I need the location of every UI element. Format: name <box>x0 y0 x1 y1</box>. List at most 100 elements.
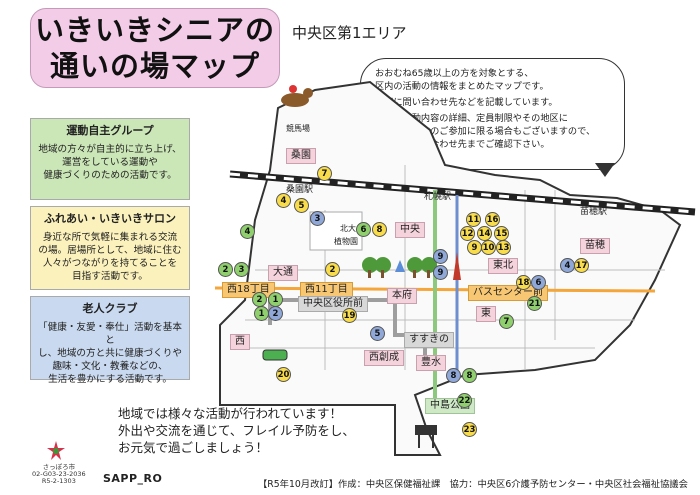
tv-tower-icon <box>453 252 461 280</box>
label-naebo: 苗穂 <box>580 238 610 254</box>
pin-yellow[interactable]: 13 <box>496 240 511 255</box>
horse-icon <box>281 85 313 107</box>
pin-yellow[interactable]: 15 <box>494 226 509 241</box>
logo-code: R5-2-1303 <box>41 477 76 485</box>
pin-yellow[interactable]: 23 <box>462 422 477 437</box>
category-senior-club: 老人クラブ 「健康・友愛・奉仕」活動を基本と し、地域の方と共に健康づくりや 趣… <box>30 296 190 385</box>
pin-yellow[interactable]: 14 <box>477 226 492 241</box>
ward-outline <box>219 80 682 456</box>
pin-blue[interactable]: 3 <box>310 211 325 226</box>
pin-green[interactable]: 2 <box>252 292 267 307</box>
pin-yellow[interactable]: 17 <box>574 258 589 273</box>
logo-text: さっぽろ市 02-G03-23-2036 R5-2-1303 <box>32 464 86 485</box>
pin-yellow[interactable]: 16 <box>485 212 500 227</box>
category-line: 「健康・友愛・奉仕」活動を基本と <box>38 322 182 346</box>
pin-yellow[interactable]: 4 <box>276 193 291 208</box>
label-susukino: すすきの <box>404 332 454 348</box>
bubble-text: お住まいの方のご参加に限る場合もございますので、 <box>375 126 596 137</box>
bubble-tail <box>595 163 615 177</box>
category-exercise-group: 運動自主グループ 地域の方々が自主的に立ち上げ、 運営をしている運動や 健康づく… <box>30 118 190 200</box>
label-naebo-station: 苗穂駅 <box>580 207 608 217</box>
pin-green[interactable]: 21 <box>527 296 542 311</box>
footer-credit: 【R5年10月改訂】作成：中央区保健福祉課 協力：中央区6介護予防センター・中央… <box>258 479 688 490</box>
area-label: 中央区第1エリア <box>292 24 407 42</box>
footer-line: 地域では様々な活動が行われています！ <box>118 406 343 421</box>
pin-yellow[interactable]: 9 <box>467 240 482 255</box>
bubble-text: 裏面に問い合わせ先などを記載しています。 <box>375 97 558 108</box>
pin-yellow[interactable]: 5 <box>294 198 309 213</box>
pin-yellow[interactable]: 11 <box>466 212 481 227</box>
title-box: いきいきシニアの 通いの場マップ <box>30 8 280 88</box>
bubble-text: 費用や活動内容の詳細、定員制限やその地区に <box>375 113 568 124</box>
footer-line: お元気で過ごしましょう！ <box>118 440 269 455</box>
label-nishi: 西 <box>230 334 250 350</box>
pin-green[interactable]: 2 <box>218 262 233 277</box>
pin-blue[interactable]: 9 <box>433 249 448 264</box>
category-line: し、地域の方と共に健康づくりや <box>38 348 182 359</box>
label-nishi18: 西18丁目 <box>222 282 275 298</box>
category-line: 生活を豊かにする活動です。 <box>48 374 172 385</box>
pin-blue[interactable]: 2 <box>268 306 283 321</box>
label-honfu: 本府 <box>387 288 417 304</box>
pin-yellow[interactable]: 19 <box>342 308 357 323</box>
bubble-text: おおむね65歳以上の方を対象とする、 <box>375 68 534 79</box>
piano-icon <box>415 425 437 448</box>
footer-line: 外出や交流を通じて、フレイル予防をし、 <box>118 423 355 438</box>
label-kuyakusho-mae: 中央区役所前 <box>298 296 368 312</box>
label-kuwazono: 桑園 <box>286 148 316 164</box>
pin-blue[interactable]: 4 <box>560 258 575 273</box>
label-tohoku: 東北 <box>488 258 518 274</box>
label-nishisosei: 西創成 <box>364 350 404 366</box>
pin-green[interactable]: 3 <box>234 262 249 277</box>
logo-name: さっぽろ市 <box>42 463 76 471</box>
pin-green[interactable]: 1 <box>268 292 283 307</box>
pin-blue[interactable]: 5 <box>370 326 385 341</box>
pin-yellow[interactable]: 10 <box>481 240 496 255</box>
area-map <box>214 80 696 456</box>
railway-line <box>229 170 696 216</box>
streetcar-icon <box>262 349 288 361</box>
category-line: 健康づくりのための活動です。 <box>43 170 177 181</box>
category-line: 運営をしている運動や <box>62 157 158 168</box>
pin-green[interactable]: 8 <box>462 368 477 383</box>
category-description: 地域の方々が自主的に立ち上げ、 運営をしている運動や 健康づくりのための活動です… <box>31 140 189 188</box>
pin-yellow[interactable]: 8 <box>372 222 387 237</box>
bubble-text: 区内の活動の情報をまとめたマップです。 <box>375 81 549 92</box>
pin-green[interactable]: 6 <box>356 222 371 237</box>
category-line: 地域の方々が自主的に立ち上げ、 <box>38 144 182 155</box>
footer-message: 地域では様々な活動が行われています！ 外出や交流を通じて、フレイル予防をし、 お… <box>118 405 355 456</box>
pin-green[interactable]: 4 <box>240 224 255 239</box>
label-chuo: 中央 <box>395 222 425 238</box>
label-sapporo-station: 札幌駅 <box>424 192 452 202</box>
logo-code: 02-G03-23-2036 <box>32 470 86 478</box>
pin-yellow[interactable]: 7 <box>317 166 332 181</box>
category-line: 目指す活動です。 <box>72 271 148 282</box>
pin-green[interactable]: 1 <box>254 306 269 321</box>
bubble-text: 事前に各問い合わせ先までご確認下さい。 <box>375 139 550 150</box>
label-hosui: 豊水 <box>416 355 446 371</box>
pin-yellow[interactable]: 20 <box>276 367 291 382</box>
label-keibajo: 競馬場 <box>286 124 310 133</box>
category-line: 身近な所で気軽に集まれる交流 <box>42 232 178 243</box>
title-line-1: いきいきシニアの <box>34 13 275 47</box>
pin-blue[interactable]: 6 <box>531 275 546 290</box>
category-line: 趣味・文化・教養などの、 <box>52 361 168 372</box>
pin-yellow[interactable]: 18 <box>516 275 531 290</box>
pin-yellow[interactable]: 2 <box>325 262 340 277</box>
park-trees <box>362 257 437 278</box>
category-line: 人々がつながりを持てることを <box>42 258 178 269</box>
category-title: 運動自主グループ <box>66 124 154 137</box>
pin-green[interactable]: 7 <box>499 314 514 329</box>
category-description: 身近な所で気軽に集まれる交流 の場。居場所として、地域に住む 人々がつながりを持… <box>31 228 189 289</box>
pin-green[interactable]: 22 <box>457 393 472 408</box>
category-salon: ふれあい・いきいきサロン 身近な所で気軽に集まれる交流 の場。居場所として、地域… <box>30 206 190 290</box>
pin-blue[interactable]: 9 <box>433 265 448 280</box>
pin-yellow[interactable]: 12 <box>460 226 475 241</box>
pin-blue[interactable]: 8 <box>446 368 461 383</box>
label-odori: 大通 <box>268 265 298 281</box>
label-hokudai-garden: 植物園 <box>334 237 358 246</box>
label-hokudai: 北大 <box>340 224 356 233</box>
label-higashi: 東 <box>476 306 496 322</box>
category-description: 「健康・友愛・奉仕」活動を基本と し、地域の方と共に健康づくりや 趣味・文化・教… <box>31 318 189 392</box>
title-line-2: 通いの場マップ <box>49 49 260 83</box>
